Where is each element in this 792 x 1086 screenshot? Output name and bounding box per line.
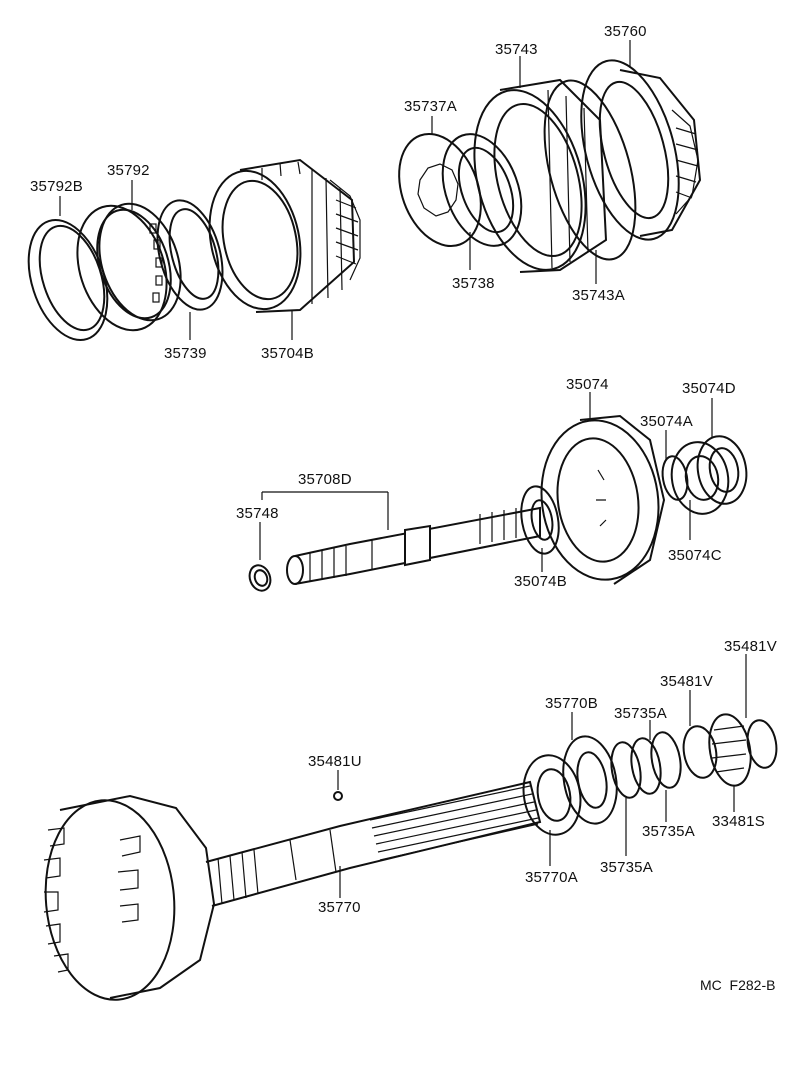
diagram-code: MC F282-B bbox=[700, 977, 775, 993]
label-35792: 35792 bbox=[107, 162, 150, 179]
part-35708D-output-shaft bbox=[286, 506, 541, 585]
label-35704B: 35704B bbox=[261, 345, 314, 362]
label-35735A-bottom: 35735A bbox=[600, 859, 653, 876]
part-35735A-seal-rings bbox=[610, 731, 682, 799]
part-35739-thrust-washer bbox=[156, 199, 224, 311]
label-35074: 35074 bbox=[566, 376, 609, 393]
part-33481S-drive-sprocket bbox=[708, 713, 752, 787]
label-35760: 35760 bbox=[604, 23, 647, 40]
part-35743A-clutch-disc bbox=[543, 79, 637, 261]
leader-lines bbox=[59, 40, 747, 898]
label-35770: 35770 bbox=[318, 899, 361, 916]
part-35704B-sun-gear-drum bbox=[208, 158, 361, 313]
part-35738-thrust-washer bbox=[441, 133, 523, 247]
label-35737A: 35737A bbox=[404, 98, 457, 115]
part-35743-clutch-hub bbox=[473, 78, 608, 273]
part-35770B-thrust-race bbox=[562, 735, 618, 825]
label-35074C: 35074C bbox=[668, 547, 722, 564]
label-35770B: 35770B bbox=[545, 695, 598, 712]
part-35074-ring-gear bbox=[540, 414, 666, 585]
label-35481U: 35481U bbox=[308, 753, 362, 770]
label-33481S: 33481S bbox=[712, 813, 765, 830]
part-35074B-thrust-washer bbox=[520, 485, 560, 555]
part-35481U-ball bbox=[333, 791, 343, 801]
label-35074A: 35074A bbox=[640, 413, 693, 430]
label-35748: 35748 bbox=[236, 505, 279, 522]
part-35770-intermediate-shaft-drum bbox=[43, 780, 542, 1001]
label-35481V-upper: 35481V bbox=[724, 638, 777, 655]
label-35074B: 35074B bbox=[514, 573, 567, 590]
label-35708D: 35708D bbox=[298, 471, 352, 488]
part-35481V-snap-rings bbox=[682, 719, 778, 779]
label-35735A-middle: 35735A bbox=[642, 823, 695, 840]
label-35743A: 35743A bbox=[572, 287, 625, 304]
label-35743: 35743 bbox=[495, 41, 538, 58]
label-35770A: 35770A bbox=[525, 869, 578, 886]
part-35760-planetary-carrier bbox=[580, 59, 702, 241]
label-35738: 35738 bbox=[452, 275, 495, 292]
part-35792-bearing-race bbox=[76, 202, 182, 332]
label-35792B: 35792B bbox=[30, 178, 83, 195]
label-35481V-lower: 35481V bbox=[660, 673, 713, 690]
label-35735A-top: 35735A bbox=[614, 705, 667, 722]
label-35739: 35739 bbox=[164, 345, 207, 362]
label-35074D: 35074D bbox=[682, 380, 736, 397]
part-35748-oil-seal bbox=[248, 564, 272, 592]
part-35074D-needle-bearing bbox=[696, 435, 748, 505]
